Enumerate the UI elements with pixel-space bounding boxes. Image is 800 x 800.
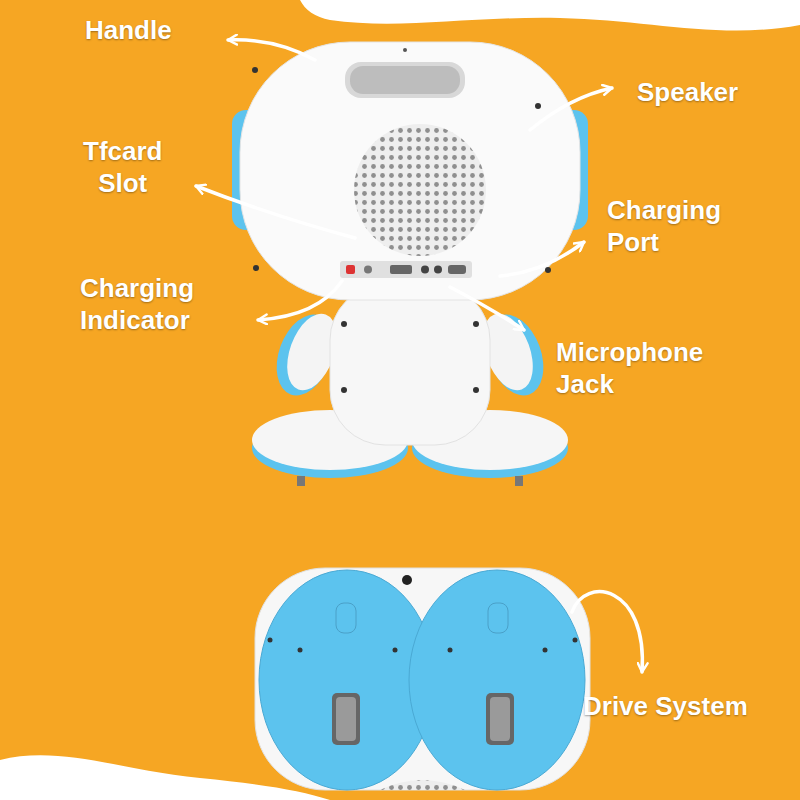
callout-label: Charging Indicator xyxy=(80,272,194,336)
robot-bottom-view xyxy=(255,568,590,790)
callout-label: Microphone Jack xyxy=(556,336,703,400)
callout-label: Charging Port xyxy=(607,194,721,258)
callout-label: Drive System xyxy=(583,690,748,722)
callout-label: Tfcard Slot xyxy=(83,135,162,199)
robot-back-view xyxy=(232,42,588,486)
callout-label: Handle xyxy=(85,14,172,46)
callout-label: Speaker xyxy=(637,76,738,108)
background-wave xyxy=(300,0,800,31)
